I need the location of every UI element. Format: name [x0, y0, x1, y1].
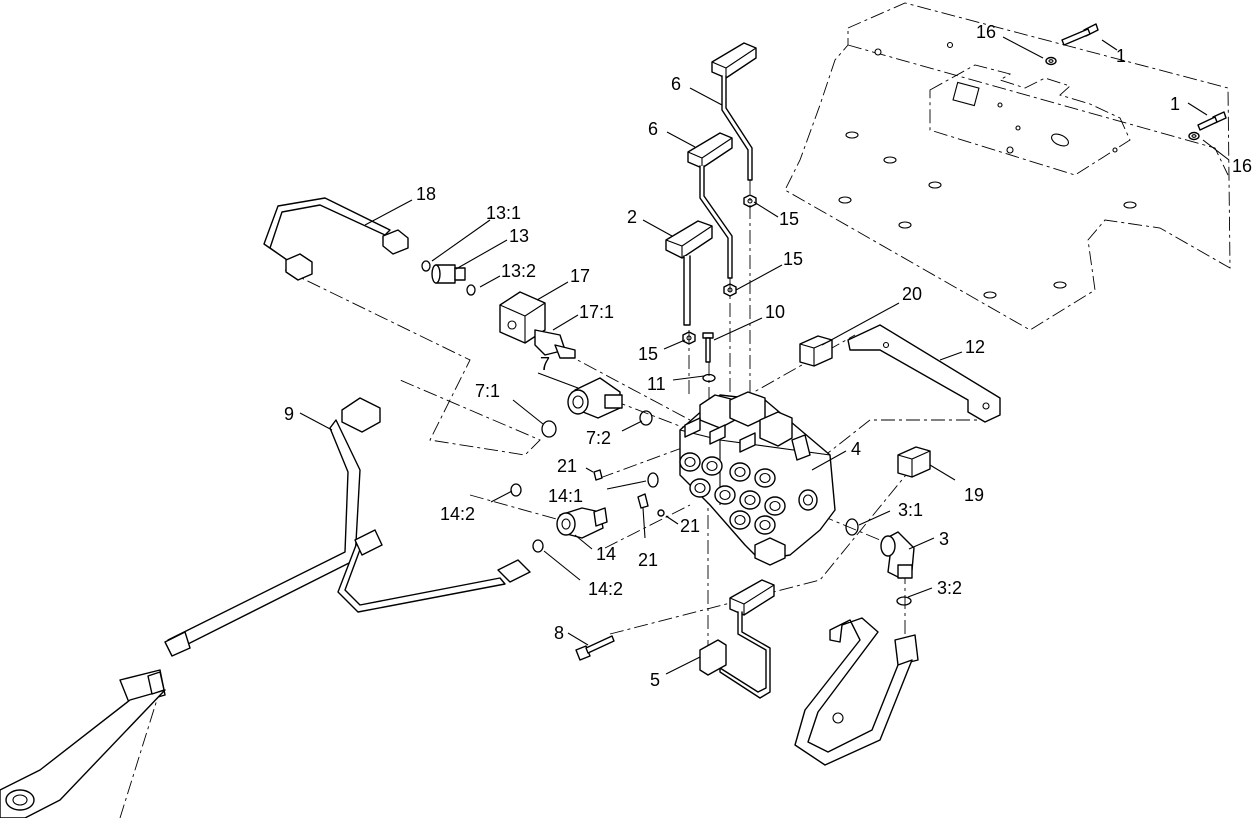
- callout-9: 9: [284, 404, 294, 424]
- o-ring-3-1: [845, 518, 859, 536]
- callout-21-a: 21: [557, 456, 577, 476]
- callout-labels: 16 1 1 16 6 6 15 2 15 15 10 20 12 11 18 …: [284, 22, 1252, 690]
- elbow-fitting-3: [880, 531, 915, 579]
- callout-18: 18: [416, 184, 436, 204]
- control-handle-2: [665, 220, 713, 326]
- callout-14-2-lower: 14:2: [588, 579, 623, 599]
- handle-5: [699, 579, 775, 699]
- callout-7: 7: [540, 354, 550, 374]
- callout-17-1: 17:1: [579, 302, 614, 322]
- callout-15-b: 15: [783, 249, 803, 269]
- callout-6-upper: 6: [671, 74, 681, 94]
- callout-14: 14: [596, 544, 616, 564]
- o-ring-13-2: [466, 284, 476, 296]
- callout-19: 19: [964, 485, 984, 505]
- callout-3: 3: [939, 529, 949, 549]
- callout-15-c: 15: [638, 344, 658, 364]
- plug-21-c: [657, 509, 665, 517]
- control-handle-6-upper: [711, 42, 757, 181]
- bumper-19: [897, 446, 931, 478]
- washer-16-top: [1045, 56, 1057, 66]
- callout-13-1: 13:1: [486, 203, 521, 223]
- bolt-1-top: [1061, 23, 1099, 46]
- callout-11: 11: [647, 374, 666, 394]
- callout-21-b: 21: [680, 516, 700, 536]
- hose-right-lower: [794, 617, 919, 766]
- callout-21-c: 21: [638, 550, 658, 570]
- callout-14-1: 14:1: [548, 486, 583, 506]
- plug-21-b: [637, 493, 649, 509]
- callout-10: 10: [765, 302, 785, 322]
- fitting-13: [431, 264, 466, 284]
- callout-3-1: 3:1: [898, 500, 923, 520]
- callout-5: 5: [650, 670, 660, 690]
- bumper-20: [799, 335, 833, 367]
- cylinder-lower-left: [0, 669, 166, 818]
- o-ring-7-2: [639, 410, 653, 426]
- bracket-12: [847, 324, 1001, 423]
- washer-16-right: [1188, 131, 1200, 141]
- bolt-8: [575, 635, 615, 661]
- o-ring-13-1: [421, 260, 431, 272]
- o-ring-14-2-lower: [532, 539, 544, 553]
- o-ring-14-1: [647, 472, 659, 488]
- o-ring-14-2-upper: [510, 483, 522, 497]
- o-ring-3-2: [896, 596, 912, 606]
- callout-13: 13: [509, 226, 529, 246]
- callout-3-2: 3:2: [937, 578, 962, 598]
- hose-left-lower: [337, 529, 531, 613]
- callout-6-lower: 6: [648, 119, 658, 139]
- callout-15-a: 15: [779, 209, 799, 229]
- screw-10: [702, 332, 714, 363]
- callout-1-top: 1: [1116, 46, 1126, 66]
- valve-ports: [679, 452, 818, 535]
- valve-body-4: [679, 391, 836, 566]
- callout-20: 20: [902, 284, 922, 304]
- o-ring-7-1: [541, 420, 557, 438]
- callout-13-2: 13:2: [501, 261, 536, 281]
- control-handle-6-lower: [687, 132, 733, 279]
- elbow-fitting-7: [567, 377, 623, 419]
- callout-16-top: 16: [976, 22, 996, 42]
- fitting-14: [556, 507, 608, 539]
- callout-2: 2: [627, 207, 637, 227]
- callout-7-2: 7:2: [586, 428, 611, 448]
- callout-16-right: 16: [1232, 156, 1252, 176]
- tube-18: [263, 197, 409, 281]
- bolt-1-right: [1197, 111, 1227, 131]
- callout-4: 4: [851, 439, 861, 459]
- callout-12: 12: [965, 337, 985, 357]
- callout-7-1: 7:1: [475, 381, 500, 401]
- callout-14-2-upper: 14:2: [440, 504, 475, 524]
- valve-block-17: [499, 291, 576, 359]
- hose-9: [164, 397, 381, 657]
- leader-lines: [299, 36, 1230, 675]
- callout-1-right: 1: [1170, 94, 1180, 114]
- callout-17: 17: [570, 266, 590, 286]
- mounting-panel: [784, 2, 1231, 331]
- plug-21-a: [593, 469, 603, 481]
- callout-8: 8: [554, 623, 564, 643]
